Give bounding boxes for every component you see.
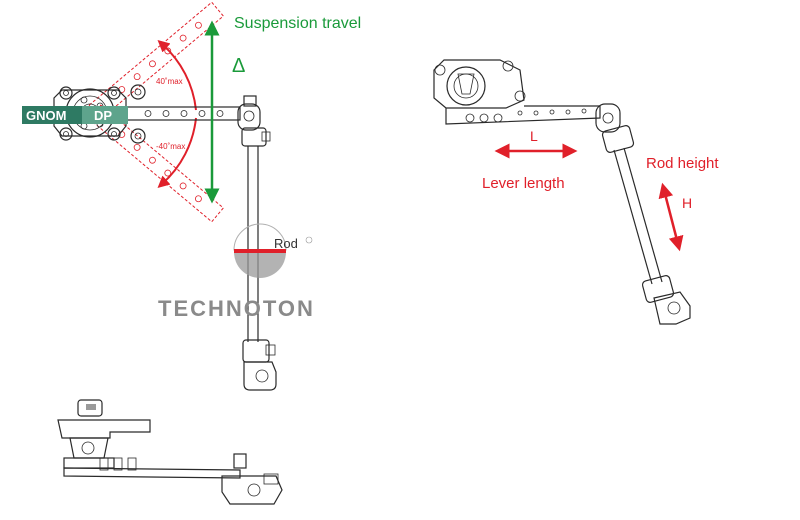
rod-joint-bottom-iso — [641, 275, 691, 325]
angle-up-label: 40˚max — [156, 77, 183, 86]
rod-joint-bottom — [242, 339, 277, 391]
gnom-dp-badge: GNOM DP — [22, 106, 128, 124]
h-label: H — [682, 195, 692, 211]
lever-iso — [517, 108, 587, 116]
side-view — [57, 399, 283, 505]
sensor-housing-iso — [433, 59, 601, 125]
rod-joint-side — [221, 453, 283, 505]
l-label: L — [530, 128, 538, 144]
rod-height-label: Rod height — [646, 155, 719, 172]
badge-dp: DP — [94, 108, 112, 123]
angle-down-label: -40˚max — [156, 142, 185, 151]
badge-gnom: GNOM — [26, 108, 66, 123]
rod-joint-top-iso — [595, 103, 635, 153]
rod-joint-top — [237, 95, 271, 147]
lever-length-label: Lever length — [482, 175, 565, 192]
rod-iso — [613, 147, 663, 285]
front-view: 40˚max -40˚max — [22, 1, 361, 391]
angle-arc-down — [157, 117, 197, 188]
rod-height-arrow — [658, 182, 684, 252]
brand-watermark: TECHNOTON — [158, 296, 315, 321]
angle-arc-up — [157, 40, 197, 111]
lever-side — [63, 457, 241, 479]
rod-label: Rod — [274, 236, 298, 251]
delta-symbol: Δ — [232, 55, 245, 77]
swing-envelope-up — [88, 1, 225, 120]
rod-marker: Rod — [233, 223, 313, 278]
suspension-travel-label: Suspension travel — [234, 15, 361, 32]
isometric-view: L Lever length Rod height H — [433, 59, 719, 325]
rod-front — [247, 146, 259, 342]
